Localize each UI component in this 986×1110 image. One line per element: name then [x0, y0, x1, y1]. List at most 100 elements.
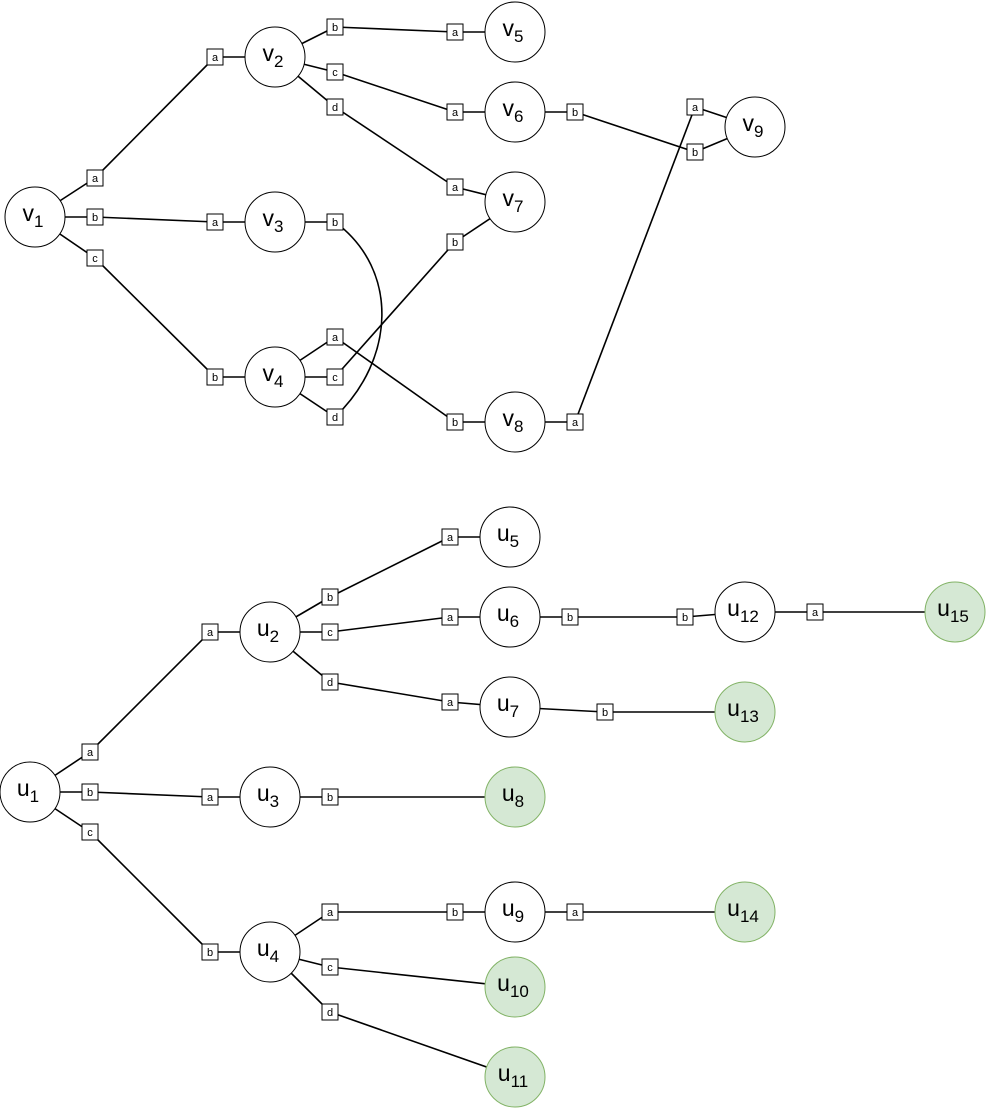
- port-label: a: [452, 27, 459, 39]
- port-v7-a: a: [446, 178, 464, 196]
- node-circle: [239, 601, 301, 663]
- port-label: a: [87, 747, 94, 759]
- port-label: b: [332, 22, 338, 34]
- node-circle: [479, 586, 541, 648]
- port-box: [566, 903, 584, 921]
- port-u1-b: b: [81, 783, 99, 801]
- node-label: u5: [497, 520, 519, 551]
- node-circle: [484, 766, 546, 828]
- port-label: b: [572, 107, 578, 119]
- node-label: u12: [727, 595, 759, 626]
- port-box: [686, 98, 704, 116]
- port-box: [321, 673, 339, 691]
- port-box: [441, 693, 459, 711]
- port-box: [81, 823, 99, 841]
- port-label: a: [572, 907, 579, 919]
- port-box: [81, 743, 99, 761]
- node-u13: u13: [714, 681, 776, 743]
- port-label: a: [572, 417, 579, 429]
- port-v4-c: c: [326, 368, 344, 386]
- edge-v1-v2: [94, 56, 216, 179]
- port-label: c: [327, 962, 333, 974]
- port-v4-b: b: [206, 368, 224, 386]
- port-label: a: [447, 612, 454, 624]
- node-u12: u12: [714, 581, 776, 643]
- port-label: b: [332, 217, 338, 229]
- node-v2: v2: [244, 26, 306, 88]
- port-box: [326, 213, 344, 231]
- port-label: b: [92, 212, 98, 224]
- port-box: [806, 603, 824, 621]
- port-box: [321, 788, 339, 806]
- edge-u4-u10: [329, 966, 516, 988]
- node-circle: [484, 1046, 546, 1108]
- node-u4: u4: [239, 921, 301, 983]
- node-label: u3: [257, 780, 279, 811]
- node-u1: u1: [0, 761, 61, 823]
- port-u3-b: b: [321, 788, 339, 806]
- node-circle: [484, 391, 546, 453]
- port-label: b: [682, 612, 688, 624]
- node-circle: [239, 766, 301, 828]
- node-v7: v7: [484, 171, 546, 233]
- node-circle: [714, 681, 776, 743]
- port-label: a: [452, 182, 459, 194]
- port-label: a: [332, 332, 339, 344]
- edge-u4-u11: [329, 1011, 516, 1078]
- node-label: u4: [257, 935, 279, 966]
- edge-v6-v9: [574, 111, 696, 153]
- node-circle: [484, 1, 546, 63]
- port-v8-a: a: [566, 413, 584, 431]
- port-box: [446, 903, 464, 921]
- node-label: v5: [503, 15, 524, 46]
- port-v6-b: b: [566, 103, 584, 121]
- port-v2-a: a: [206, 48, 224, 66]
- node-label: u2: [257, 615, 279, 646]
- node-circle: [484, 956, 546, 1018]
- port-label: a: [447, 532, 454, 544]
- node-circle: [479, 506, 541, 568]
- port-box: [326, 63, 344, 81]
- edge-u2-u6: [329, 616, 451, 633]
- node-label: v4: [263, 360, 284, 391]
- edge-v4-v7: [334, 241, 456, 378]
- port-label: d: [332, 102, 338, 114]
- port-box: [326, 18, 344, 36]
- port-label: a: [327, 907, 334, 919]
- node-label: u13: [727, 695, 759, 726]
- node-u2: u2: [239, 601, 301, 663]
- port-u4-b: b: [201, 943, 219, 961]
- port-u7-a: a: [441, 693, 459, 711]
- edge-u1-u4: [89, 831, 211, 953]
- port-label: c: [87, 827, 93, 839]
- port-label: d: [327, 677, 333, 689]
- port-label: d: [327, 1007, 333, 1019]
- port-label: a: [812, 607, 819, 619]
- node-circle: [239, 921, 301, 983]
- port-label: b: [452, 417, 458, 429]
- port-u6-a: a: [441, 608, 459, 626]
- node-u5: u5: [479, 506, 541, 568]
- node-circle: [724, 96, 786, 158]
- port-box: [86, 249, 104, 267]
- port-v9-b: b: [686, 143, 704, 161]
- port-box: [321, 903, 339, 921]
- port-box: [446, 413, 464, 431]
- port-label: b: [692, 147, 698, 159]
- node-u14: u14: [714, 881, 776, 943]
- port-box: [86, 208, 104, 226]
- node-label: v8: [503, 405, 524, 436]
- node-v6: v6: [484, 81, 546, 143]
- node-label: u14: [727, 895, 759, 926]
- port-v5-a: a: [446, 23, 464, 41]
- node-circle: [484, 171, 546, 233]
- port-v6-a: a: [446, 103, 464, 121]
- port-v1-b: b: [86, 208, 104, 226]
- port-label: c: [92, 253, 98, 265]
- node-u10: u10: [484, 956, 546, 1018]
- port-u6-b: b: [561, 608, 579, 626]
- node-circle: [484, 881, 546, 943]
- edge-v3-v4: [334, 221, 383, 418]
- port-v9-a: a: [686, 98, 704, 116]
- node-u9: u9: [484, 881, 546, 943]
